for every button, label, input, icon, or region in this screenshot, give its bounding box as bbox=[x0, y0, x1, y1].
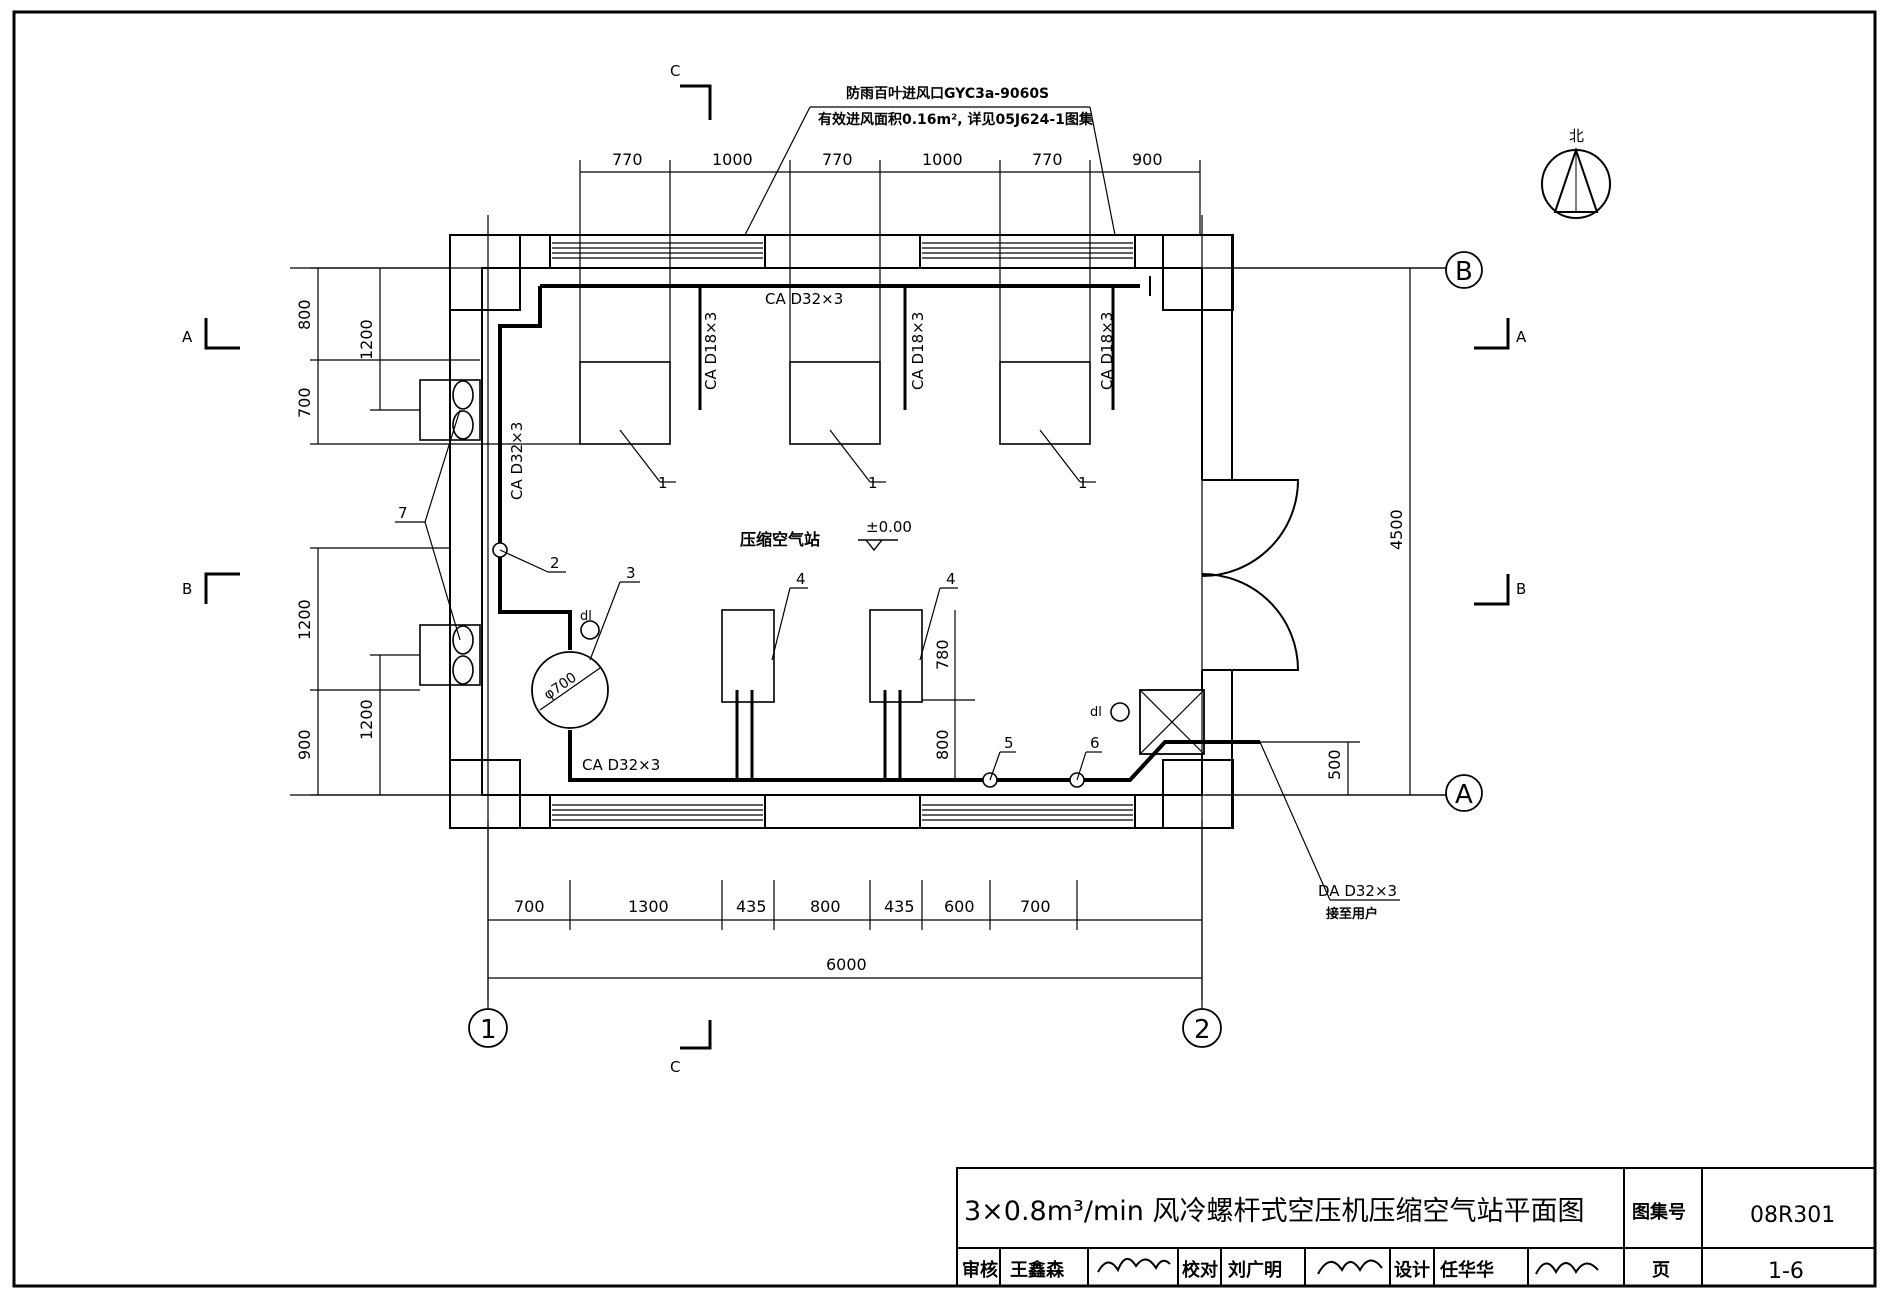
checker-signature bbox=[1317, 1259, 1383, 1275]
page-number: 1-6 bbox=[1768, 1259, 1804, 1284]
section-label-a-right: A bbox=[1516, 328, 1527, 346]
door bbox=[1200, 479, 1300, 671]
room-elevation: ±0.00 bbox=[866, 518, 912, 536]
louver-note-line2: 有效进风面积0.16m², 详见05J624-1图集 bbox=[818, 111, 1094, 128]
dim-bottom-7: 700 bbox=[1020, 897, 1051, 916]
pipe-ca-branch-3: CA D18×3 bbox=[1098, 312, 1116, 390]
tag-1b: 1 bbox=[868, 474, 878, 492]
dim-top-5: 770 bbox=[1032, 150, 1063, 169]
design-label: 设计 bbox=[1394, 1259, 1430, 1281]
section-label-c-bottom: C bbox=[670, 1058, 680, 1076]
tag-2: 2 bbox=[550, 554, 560, 572]
tag-6: 6 bbox=[1090, 734, 1100, 752]
dim-bottom-5: 435 bbox=[884, 897, 915, 916]
section-label-a-left: A bbox=[182, 328, 193, 346]
top-louvers bbox=[549, 234, 1136, 269]
room-name: 压缩空气站 bbox=[740, 530, 820, 549]
louver-note-line1: 防雨百叶进风口GYC3a-9060S bbox=[846, 85, 1049, 102]
tag-dl-2: dl bbox=[1090, 705, 1102, 720]
dim-bottom-4: 800 bbox=[810, 897, 841, 916]
pipe-da-note: 接至用户 bbox=[1326, 906, 1378, 922]
tag-1a: 1 bbox=[658, 474, 668, 492]
axis-bubbles bbox=[468, 251, 1483, 1048]
pipe-ca-branch-1: CA D18×3 bbox=[702, 312, 720, 390]
dim-top-2: 1000 bbox=[712, 150, 753, 169]
compressors bbox=[579, 361, 1091, 445]
dim-left-700: 700 bbox=[295, 387, 314, 418]
dim-left-1200-upper: 1200 bbox=[357, 319, 376, 360]
axis-label-b: B bbox=[1455, 257, 1473, 287]
dim-bottom-6: 600 bbox=[944, 897, 975, 916]
dim-top-1: 770 bbox=[612, 150, 643, 169]
dim-top-4: 1000 bbox=[922, 150, 963, 169]
pipe-ca-branch-2: CA D18×3 bbox=[909, 312, 927, 390]
dim-left-800: 800 bbox=[295, 299, 314, 330]
dim-left-1200-inner: 1200 bbox=[357, 699, 376, 740]
dim-bottom-2: 1300 bbox=[628, 897, 669, 916]
air-receiver-tank bbox=[531, 651, 609, 729]
tag-7: 7 bbox=[398, 504, 408, 522]
dim-right-4500: 4500 bbox=[1387, 509, 1406, 550]
dim-comp-780: 780 bbox=[933, 639, 952, 670]
section-label-b-right: B bbox=[1516, 580, 1526, 598]
bottom-louvers bbox=[549, 794, 1136, 829]
section-label-b-left: B bbox=[182, 580, 192, 598]
designer-signature bbox=[1535, 1262, 1599, 1275]
review-label: 审核 bbox=[962, 1259, 998, 1281]
checker-name: 刘广明 bbox=[1228, 1259, 1282, 1281]
piping bbox=[498, 276, 1400, 901]
dim-top-6: 900 bbox=[1132, 150, 1163, 169]
pipe-da-out: DA D32×3 bbox=[1318, 882, 1397, 900]
title-block bbox=[956, 1167, 1876, 1287]
axis-label-a: A bbox=[1455, 780, 1473, 810]
axis-label-2: 2 bbox=[1194, 1015, 1211, 1045]
dim-right-500: 500 bbox=[1325, 749, 1344, 780]
elevation-symbol bbox=[858, 539, 898, 552]
page-label: 页 bbox=[1652, 1260, 1670, 1281]
filter-box bbox=[1139, 689, 1205, 755]
dim-top-3: 770 bbox=[822, 150, 853, 169]
dim-bottom-1: 700 bbox=[514, 897, 545, 916]
reviewer-signature bbox=[1097, 1258, 1171, 1273]
reviewer-name: 王鑫森 bbox=[1010, 1259, 1065, 1281]
sheet-border bbox=[12, 10, 1877, 1288]
dim-total-width: 6000 bbox=[826, 955, 867, 974]
atlas-label: 图集号 bbox=[1632, 1201, 1686, 1223]
tag-3: 3 bbox=[626, 564, 636, 582]
axis-label-1: 1 bbox=[480, 1015, 497, 1045]
drawing-title: 3×0.8m³/min 风冷螺杆式空压机压缩空气站平面图 bbox=[964, 1196, 1584, 1227]
tag-4a: 4 bbox=[796, 570, 806, 588]
dryers bbox=[721, 609, 923, 703]
section-label-c-top: C bbox=[670, 62, 680, 80]
dim-comp-800: 800 bbox=[933, 729, 952, 760]
dim-bottom-3: 435 bbox=[736, 897, 767, 916]
axis-lines bbox=[290, 215, 1448, 1000]
north-arrow bbox=[1541, 146, 1611, 219]
dim-left-900: 900 bbox=[295, 729, 314, 760]
designer-name: 任华华 bbox=[1439, 1259, 1494, 1281]
dim-left-1200-lower: 1200 bbox=[295, 599, 314, 640]
tag-dl-1: dl bbox=[580, 609, 592, 624]
tag-4b: 4 bbox=[946, 570, 956, 588]
section-marks bbox=[204, 84, 1510, 1050]
north-label: 北 bbox=[1569, 127, 1584, 145]
pipe-ca-main: CA D32×3 bbox=[765, 290, 843, 308]
tag-1c: 1 bbox=[1078, 474, 1088, 492]
tag-5: 5 bbox=[1004, 734, 1014, 752]
pipe-ca-left: CA D32×3 bbox=[508, 422, 526, 500]
item-leaders bbox=[395, 106, 1116, 781]
check-label: 校对 bbox=[1182, 1259, 1218, 1281]
atlas-number: 08R301 bbox=[1750, 1203, 1835, 1228]
pipe-ca-bottom: CA D32×3 bbox=[582, 756, 660, 774]
